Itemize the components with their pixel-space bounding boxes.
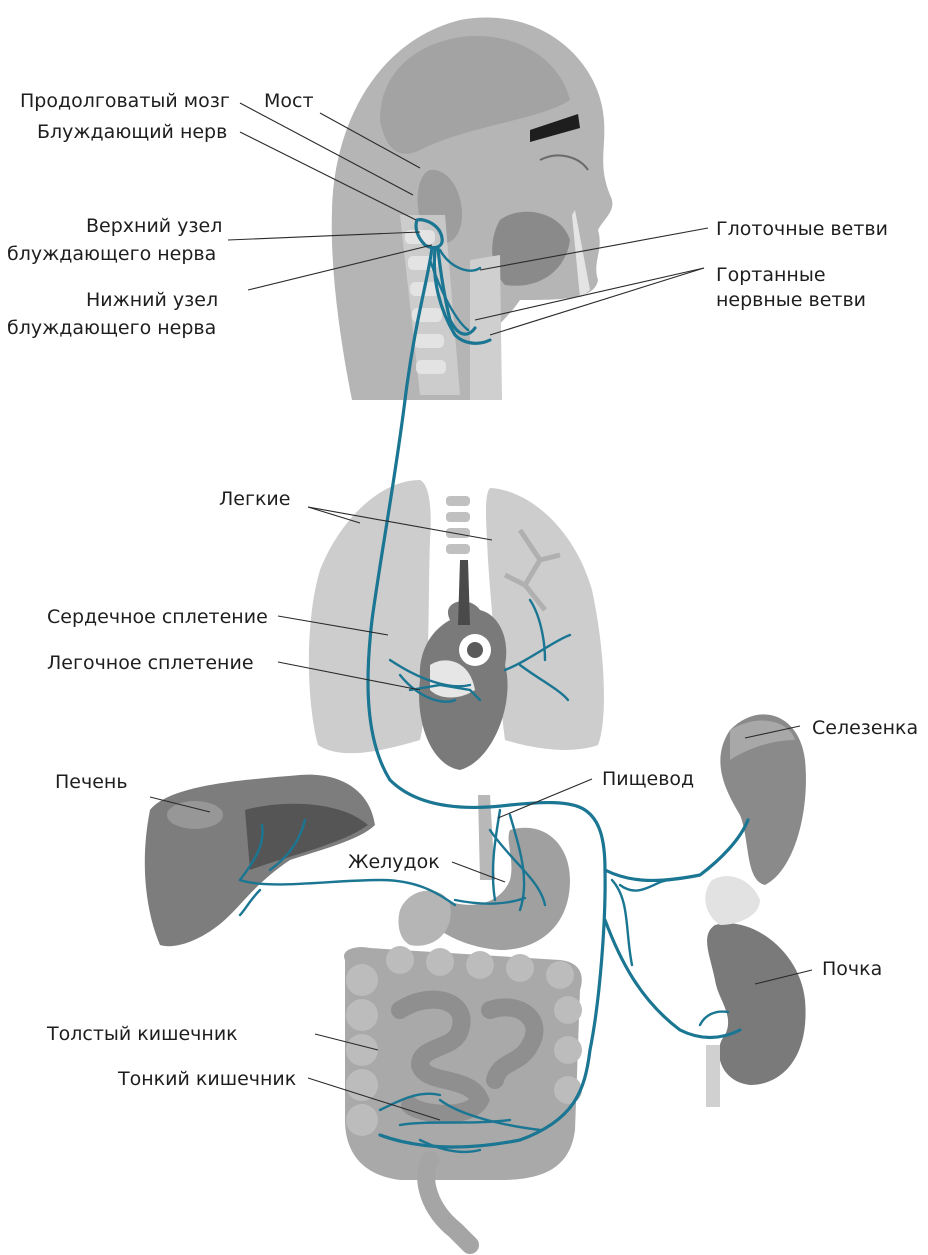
- label-esophagus: Пищевод: [602, 768, 694, 790]
- label-spleen: Селезенка: [812, 717, 918, 739]
- label-liver: Печень: [55, 771, 128, 793]
- label-laryngeal-line1: Гортанные: [716, 264, 826, 286]
- label-kidney: Почка: [822, 958, 882, 980]
- label-vagus: Блуждающий нерв: [37, 121, 227, 143]
- label-large-intestine: Толстый кишечник: [46, 1023, 238, 1045]
- label-inferior-ganglion-line2: блуждающего нерва: [7, 317, 216, 339]
- label-superior-ganglion-line1: Верхний узел: [86, 215, 222, 237]
- label-small-intestine: Тонкий кишечник: [117, 1068, 296, 1090]
- label-inferior-ganglion-line1: Нижний узел: [86, 289, 218, 311]
- label-medulla: Продолговатый мозг: [20, 90, 230, 112]
- label-lungs: Легкие: [219, 488, 290, 510]
- liver-illustration: [145, 775, 375, 947]
- label-pons: Мост: [264, 90, 314, 112]
- leader-stomach: [452, 862, 505, 882]
- leader-esophagus: [498, 779, 592, 818]
- label-pulmonary-plexus: Легочное сплетение: [47, 652, 254, 674]
- spleen-illustration: [720, 714, 806, 885]
- kidney-illustration: [705, 876, 805, 1107]
- label-superior-ganglion-line2: блуждающего нерва: [7, 243, 216, 265]
- label-stomach: Желудок: [348, 851, 440, 873]
- label-pharyngeal: Глоточные ветви: [716, 218, 888, 240]
- label-laryngeal-line2: нервные ветви: [716, 289, 866, 311]
- intestines-illustration: [344, 946, 582, 1245]
- label-cardiac-plexus: Сердечное сплетение: [47, 606, 268, 628]
